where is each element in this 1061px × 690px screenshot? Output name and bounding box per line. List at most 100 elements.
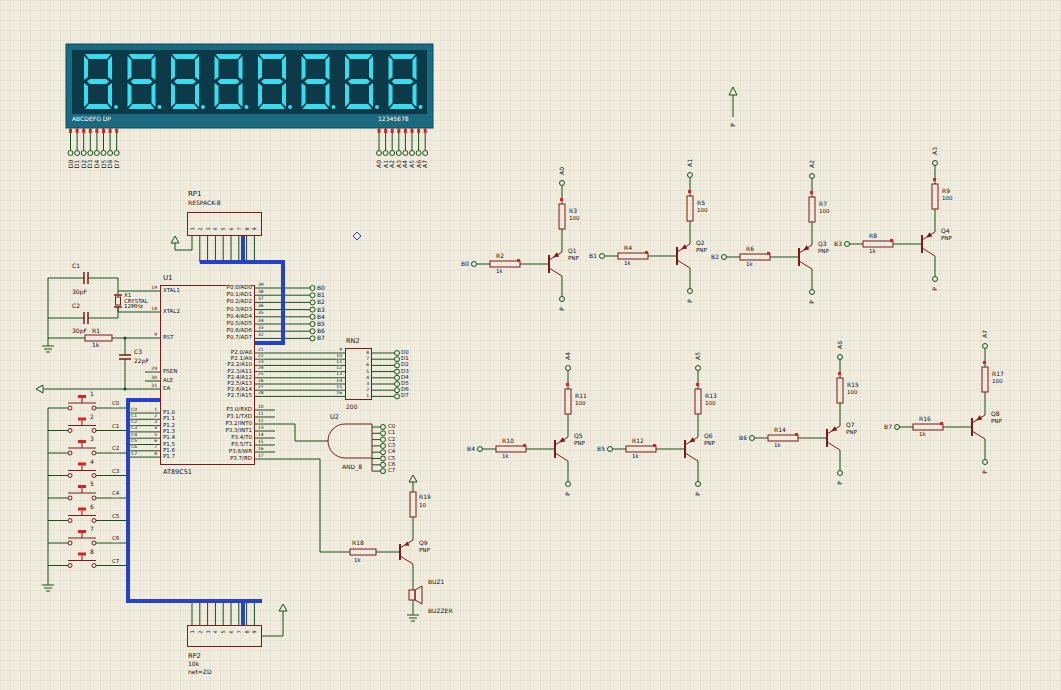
schematic-label: 38 — [258, 289, 264, 294]
component-value: 10k — [188, 661, 199, 667]
schematic-label: 11 — [336, 360, 342, 365]
schematic-label: PNP — [941, 236, 952, 242]
schematic-label: 1 — [190, 227, 195, 230]
schematic-label: 26 — [258, 378, 264, 383]
schematic-label: PSEN — [163, 369, 177, 375]
schematic-label: P — [982, 470, 988, 474]
component-value: 200 — [346, 404, 357, 410]
transistor-driver — [895, 344, 989, 465]
schematic-label: 7 — [236, 227, 241, 230]
buzzer-driver — [399, 544, 401, 560]
display-pins — [383, 151, 388, 156]
schematic-label: P0.6/AD6 — [227, 328, 252, 334]
schematic-label: C0 — [388, 424, 395, 430]
buzzer-driver — [404, 542, 410, 546]
and-gate-symbol — [381, 462, 386, 467]
buzzer-driver — [376, 482, 413, 615]
schematic-label: D6 — [107, 160, 113, 168]
schematic-label: P0.2/AD2 — [227, 300, 252, 306]
schematic-label: P3.7/RD — [230, 456, 252, 462]
schematic-label: 15 — [258, 439, 264, 444]
oscillator-reset — [85, 335, 112, 341]
buzzer-driver — [409, 590, 415, 600]
display-body — [84, 54, 423, 109]
display-body — [72, 50, 427, 114]
schematic-label: 1k — [92, 342, 99, 348]
schematic-label: P2.6/A14 — [227, 387, 252, 393]
schematic-label: 5 — [154, 432, 157, 437]
schematic-label: 10 — [419, 503, 426, 509]
schematic-label: C2 — [388, 437, 395, 443]
display-pins — [71, 129, 426, 133]
component-reference: ABCDEFG DP — [72, 116, 111, 122]
schematic-label: A2 — [389, 160, 395, 168]
schematic-label: R7 — [819, 201, 827, 207]
chip-pins — [395, 363, 400, 368]
schematic-label: 100 — [992, 379, 1003, 385]
chip-pins — [36, 385, 43, 393]
signal-wire — [255, 353, 345, 354]
buzzer-driver — [350, 549, 376, 555]
schematic-label: P2.4/A12 — [227, 375, 252, 381]
and-gate-symbol — [372, 427, 381, 471]
schematic-label: 37 — [258, 297, 264, 302]
display-pins — [390, 151, 395, 156]
schematic-label: RST — [163, 335, 174, 341]
display-pins — [403, 151, 408, 156]
schematic-label: 9 — [252, 630, 257, 633]
resistor-pack-pins — [171, 232, 361, 636]
schematic-label: BUZ1 — [428, 579, 444, 585]
schematic-label: A1 — [383, 160, 389, 168]
and-gate-symbol — [328, 424, 372, 458]
schematic-label: C5 — [388, 456, 395, 462]
chip-pins — [255, 410, 350, 552]
schematic-label: 7 — [154, 445, 157, 450]
oscillator-reset — [42, 346, 54, 352]
display-body — [215, 54, 249, 109]
schematic-label: P2.0/A8 — [231, 350, 252, 356]
schematic-label: B0 — [317, 285, 325, 291]
schematic-label: 1k — [869, 249, 876, 255]
chip-pins — [310, 314, 315, 319]
schematic-label: 1k — [354, 558, 361, 564]
schematic-label: D1 — [401, 356, 409, 362]
schematic-label: P1.0 — [163, 410, 175, 416]
component-reference: RP2 — [188, 653, 201, 660]
oscillator-reset — [48, 278, 125, 389]
schematic-label: P1.4 — [163, 435, 175, 441]
schematic-label: 9 — [154, 332, 157, 337]
schematic-label: Q2 — [696, 240, 705, 246]
schematic-label: A1 — [687, 159, 693, 167]
transistor-driver — [750, 355, 844, 476]
schematic-label: 6 — [229, 630, 234, 633]
schematic-label: D7 — [401, 394, 409, 400]
schematic-label: C2 — [72, 303, 80, 309]
schematic-label: 4 — [366, 376, 369, 381]
component-value: AT89C51 — [163, 469, 192, 476]
schematic-label: B7 — [317, 335, 325, 341]
schematic-label: 36 — [258, 304, 264, 309]
schematic-label: B2 — [711, 254, 719, 260]
resistor-pack-pins — [171, 236, 179, 243]
schematic-label: 13 — [336, 372, 342, 377]
schematic-label: 31 — [151, 383, 157, 388]
schematic-label: 6 — [229, 227, 234, 230]
schematic-label: C1 — [72, 263, 80, 269]
component-reference: RP1 — [188, 191, 202, 198]
schematic-label: A7 — [982, 330, 988, 338]
schematic-label: A7 — [422, 160, 428, 168]
schematic-label: C5 — [131, 439, 137, 444]
schematic-label: 30pF — [72, 328, 87, 334]
oscillator-reset — [123, 336, 126, 339]
display-body — [302, 54, 336, 109]
chip-pins — [395, 388, 400, 393]
schematic-label: 14 — [258, 432, 264, 437]
schematic-label: 2 — [90, 414, 94, 420]
schematic-label: D3 — [87, 160, 93, 168]
schematic-label: P0.4/AD4 — [227, 314, 252, 320]
schematic-label: C1 — [131, 414, 137, 419]
schematic-label: 39 — [258, 282, 264, 287]
chip-pins — [395, 375, 400, 380]
component-reference: U2 — [330, 414, 339, 421]
schematic-label: 100 — [819, 209, 830, 215]
